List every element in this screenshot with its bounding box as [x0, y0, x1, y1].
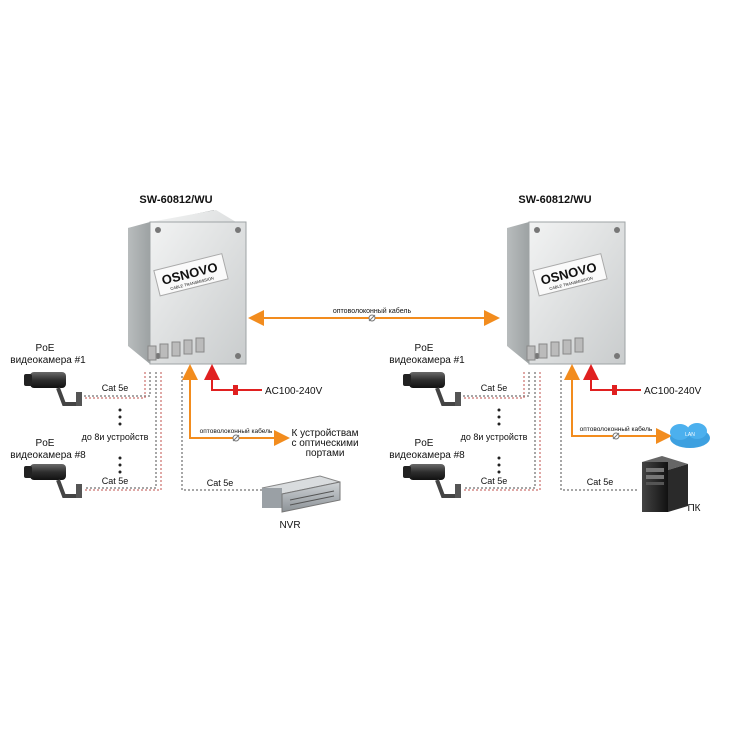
right-cat5e-1-label: Cat 5e [481, 383, 508, 393]
right-cabling [463, 364, 672, 491]
right-switch-glands [526, 337, 584, 361]
right-cam1-label-b: видеокамера #1 [389, 355, 465, 366]
left-cam1-label-b: видеокамера #1 [10, 355, 86, 366]
left-cat5e-nvr-label: Cat 5e [207, 478, 234, 488]
left-model-label: SW-60812/WU [139, 194, 212, 206]
left-optic-devices-3: портами [306, 448, 345, 459]
right-camera-1-icon [403, 372, 461, 406]
left-cabling [84, 364, 290, 491]
left-optic-devices-2: с оптическими [291, 438, 358, 449]
left-fiber-label: оптоволоконный кабель [200, 427, 273, 435]
right-switch: OSNOVO CABLE TRANSMISSION [507, 221, 626, 365]
left-cam8-label-b: видеокамера #8 [10, 450, 86, 461]
right-power-label: AC100-240V [644, 386, 702, 397]
lan-cloud-label: LAN [685, 432, 695, 438]
left-camera-1-icon [24, 372, 82, 406]
nvr-icon [261, 475, 341, 513]
pc-icon [642, 456, 688, 512]
right-cam8-label-a: PoE [415, 438, 434, 449]
center-fiber-label: оптоволоконный кабель [333, 307, 412, 315]
left-camera-8-icon [24, 464, 82, 498]
right-cam8-label-b: видеокамера #8 [389, 450, 465, 461]
right-cat5e-2-label: Cat 5e [481, 476, 508, 486]
left-cam1-label-a: PoE [36, 343, 55, 354]
left-optic-devices-1: К устройствам [292, 428, 359, 439]
right-up-to-label: до 8и устройств [461, 432, 528, 442]
center-fiber-link [248, 310, 500, 326]
right-camera-8-icon [403, 464, 461, 498]
left-cam8-label-a: PoE [36, 438, 55, 449]
right-cat5e-pc-label: Cat 5e [587, 477, 614, 487]
right-cam1-label-a: PoE [415, 343, 434, 354]
left-cat5e-2-label: Cat 5e [102, 476, 129, 486]
left-up-to-label: до 8и устройств [82, 432, 149, 442]
left-cat5e-1-label: Cat 5e [102, 383, 129, 393]
lan-cloud-icon: LAN [670, 423, 710, 448]
nvr-label: NVR [279, 520, 300, 531]
left-power-label: AC100-240V [265, 386, 323, 397]
left-switch: OSNOVO CABLE TRANSMISSION [128, 210, 247, 365]
right-model-label: SW-60812/WU [518, 194, 591, 206]
right-fiber-label: оптоволоконный кабель [580, 425, 653, 433]
pc-label: ПК [687, 503, 700, 514]
left-switch-glands [147, 337, 205, 361]
